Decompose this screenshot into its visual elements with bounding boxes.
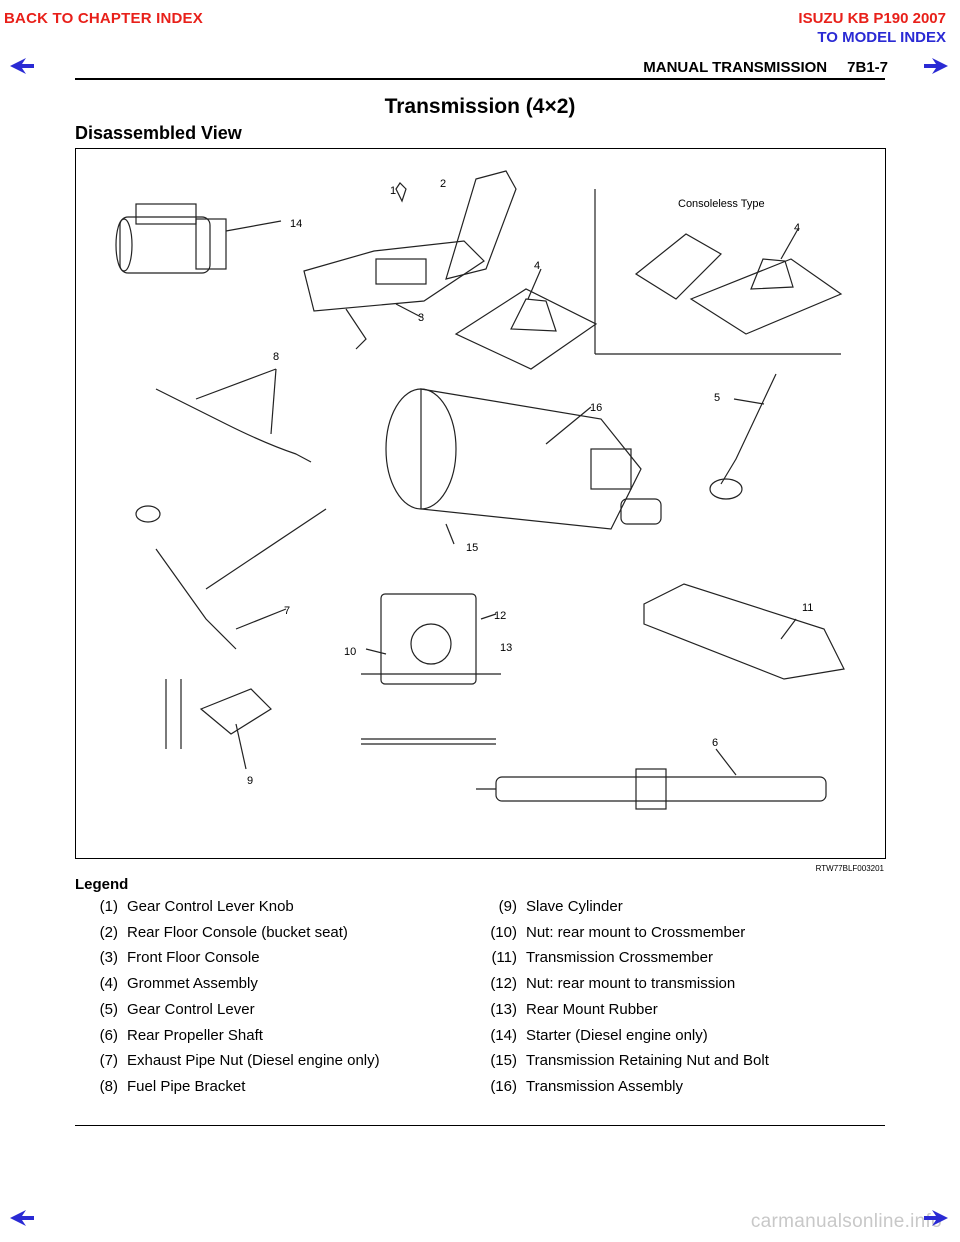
legend-number: (3): [99, 949, 118, 966]
gear-lever-drawing: [709, 373, 777, 500]
model-title: ISUZU KB P190 2007: [798, 10, 946, 27]
to-model-index-link[interactable]: TO MODEL INDEX: [817, 29, 946, 46]
legend-text: Nut: rear mount to Crossmember: [526, 924, 746, 941]
callout-12: 12: [494, 610, 506, 622]
legend-item: (7) Exhaust Pipe Nut (Diesel engine only…: [90, 1052, 380, 1069]
legend-text: Rear Propeller Shaft: [127, 1027, 263, 1044]
legend-number: (11): [491, 949, 517, 966]
propeller-shaft-drawing: [476, 748, 827, 810]
legend-text: Slave Cylinder: [526, 898, 623, 915]
legend-text: Exhaust Pipe Nut (Diesel engine only): [127, 1052, 380, 1069]
legend-text: Transmission Assembly: [526, 1078, 683, 1095]
legend-text: Gear Control Lever: [127, 1001, 255, 1018]
slave-cylinder-drawing: [165, 679, 272, 770]
figure-code: RTW77BLF003201: [815, 864, 884, 873]
callout-6: 6: [712, 737, 718, 749]
console-drawing: [303, 170, 517, 350]
legend-text: Gear Control Lever Knob: [127, 898, 294, 915]
consoleless-panel: [594, 189, 843, 355]
legend-number: (1): [99, 898, 118, 915]
legend-number: (4): [99, 975, 118, 992]
legend-item: (14) Starter (Diesel engine only): [474, 1027, 708, 1044]
legend-number: (8): [99, 1078, 118, 1095]
legend-item: (10) Nut: rear mount to Crossmember: [474, 924, 745, 941]
legend-number: (14): [490, 1027, 517, 1044]
back-to-chapter-index-link[interactable]: BACK TO CHAPTER INDEX: [4, 10, 203, 27]
legend-number: (13): [490, 1001, 517, 1018]
section-subtitle: Disassembled View: [75, 123, 242, 143]
starter-drawing: [115, 203, 282, 274]
legend-item: (8) Fuel Pipe Bracket: [90, 1078, 246, 1095]
callout-7: 7: [284, 605, 290, 617]
callout-1: 1: [390, 185, 396, 197]
callout-8: 8: [273, 351, 279, 363]
legend-item: (2) Rear Floor Console (bucket seat): [90, 924, 348, 941]
legend-item: (3) Front Floor Console: [90, 949, 260, 966]
callout-4a: 4: [534, 260, 540, 272]
section-name: MANUAL TRANSMISSION: [643, 59, 828, 76]
legend-item: (13) Rear Mount Rubber: [474, 1001, 658, 1018]
legend-number: (6): [99, 1027, 118, 1044]
legend-title: Legend: [75, 876, 129, 893]
footer-divider: [75, 1125, 885, 1126]
previous-page-arrow-icon[interactable]: [8, 56, 36, 76]
legend-number: (15): [490, 1052, 517, 1069]
legend-text: Nut: rear mount to transmission: [526, 975, 736, 992]
legend-item: (5) Gear Control Lever: [90, 1001, 255, 1018]
legend-item: (15) Transmission Retaining Nut and Bolt: [474, 1052, 769, 1069]
page-title: Transmission (4×2): [384, 95, 576, 118]
legend-number: (9): [498, 898, 517, 915]
callout-13: 13: [500, 642, 512, 654]
legend-item: (11) Transmission Crossmember: [474, 949, 713, 966]
callout-16: 16: [590, 402, 602, 414]
legend-item: (9) Slave Cylinder: [474, 898, 623, 915]
legend-item: (16) Transmission Assembly: [474, 1078, 683, 1095]
legend-number: (12): [490, 975, 517, 992]
legend-text: Fuel Pipe Bracket: [127, 1078, 246, 1095]
callout-4b: 4: [794, 222, 800, 234]
legend-text: Rear Floor Console (bucket seat): [127, 924, 348, 941]
legend-number: (2): [99, 924, 118, 941]
watermark: carmanualsonline.info: [750, 1211, 942, 1232]
legend-item: (4) Grommet Assembly: [90, 975, 258, 992]
legend-text: Starter (Diesel engine only): [526, 1027, 708, 1044]
previous-page-arrow-icon[interactable]: [8, 1208, 36, 1228]
disassembled-view-figure: 1 2 3 4 4 5 6 7 8 9 10 11 12 13 14 15 16…: [75, 148, 886, 859]
legend-text: Grommet Assembly: [127, 975, 258, 992]
legend-number: (5): [99, 1001, 118, 1018]
exhaust-pipe-drawing: [135, 505, 327, 650]
legend-item: (1) Gear Control Lever Knob: [90, 898, 294, 915]
callout-5: 5: [714, 392, 720, 404]
legend-text: Transmission Retaining Nut and Bolt: [526, 1052, 769, 1069]
grommet-drawing: [454, 268, 598, 370]
legend-text: Front Floor Console: [127, 949, 260, 966]
fuel-pipe-bracket-drawing: [155, 368, 312, 463]
transmission-assembly-drawing: [385, 388, 662, 545]
header-divider: [75, 78, 885, 80]
callout-15: 15: [466, 542, 478, 554]
legend-number: (10): [490, 924, 517, 941]
page-number: 7B1-7: [847, 59, 888, 76]
legend-text: Rear Mount Rubber: [526, 1001, 658, 1018]
legend-item: (12) Nut: rear mount to transmission: [474, 975, 735, 992]
crossmember-drawing: [643, 583, 845, 680]
consoleless-type-label: Consoleless Type: [678, 198, 765, 210]
callout-14: 14: [290, 218, 302, 230]
callout-11: 11: [802, 602, 813, 614]
exploded-diagram: 1 2 3 4 4 5 6 7 8 9 10 11 12 13 14 15 16…: [115, 170, 845, 810]
legend-item: (6) Rear Propeller Shaft: [90, 1027, 263, 1044]
legend-number: (7): [99, 1052, 118, 1069]
callout-3: 3: [418, 312, 424, 324]
section-header: MANUAL TRANSMISSION 7B1-7: [623, 59, 888, 76]
next-page-arrow-icon[interactable]: [922, 1208, 950, 1228]
legend-number: (16): [490, 1078, 517, 1095]
next-page-arrow-icon[interactable]: [922, 56, 950, 76]
legend-text: Transmission Crossmember: [526, 949, 713, 966]
rear-mount-drawing: [361, 593, 501, 745]
callout-2: 2: [440, 178, 446, 190]
callout-9: 9: [247, 775, 253, 787]
callout-10: 10: [344, 646, 356, 658]
